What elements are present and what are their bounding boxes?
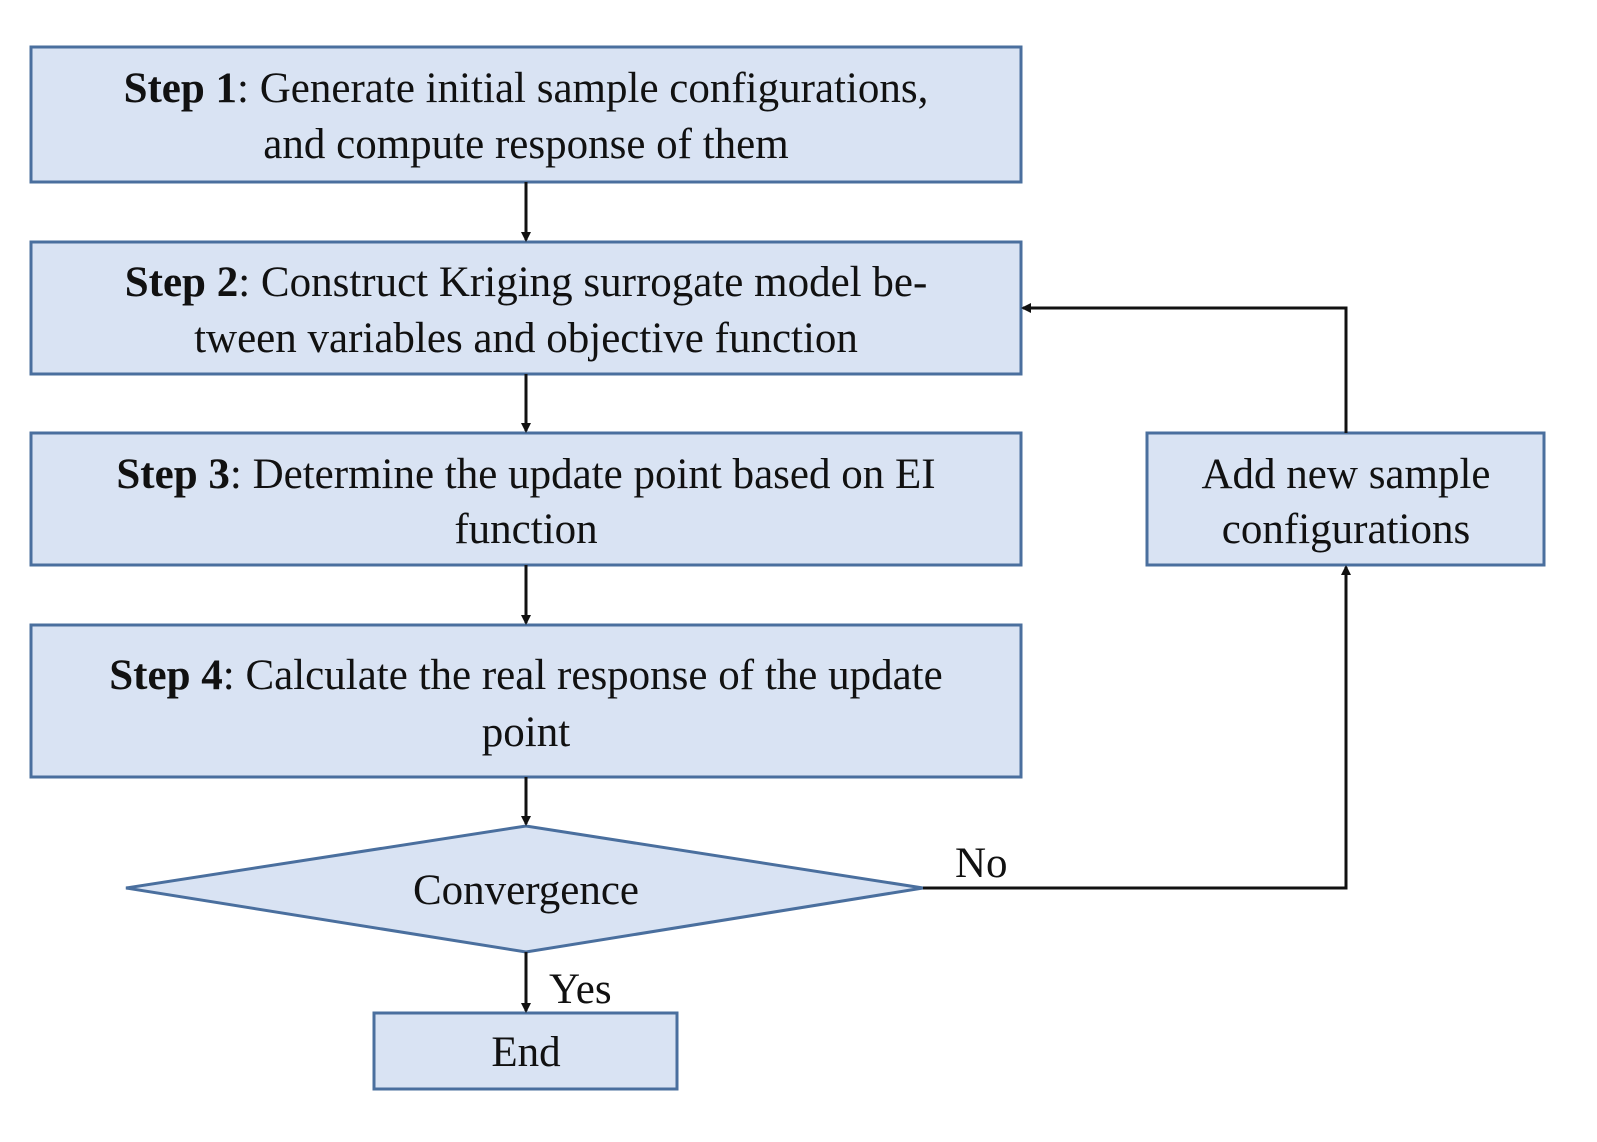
add-samples-text-line-1: Add new sample bbox=[1202, 451, 1491, 498]
step-2-text-line-1: Construct Kriging surrogate model be- bbox=[261, 259, 927, 306]
yes-label: Yes bbox=[549, 966, 612, 1013]
convergence-decision: Convergence bbox=[125, 824, 924, 954]
arrow-decision-no-to-add-samples bbox=[923, 565, 1351, 890]
step-4-label: Step 4 bbox=[109, 652, 222, 699]
step-2-label: Step 2 bbox=[125, 259, 238, 306]
end-label: End bbox=[491, 1029, 560, 1076]
step-3-node: Step 3: Determine the update point based… bbox=[29, 431, 1023, 567]
convergence-label: Convergence bbox=[413, 867, 639, 914]
add-samples-node: Add new sample configurations bbox=[1145, 431, 1546, 567]
step-1-node: Step 1: Generate initial sample configur… bbox=[29, 45, 1023, 184]
step-1-label: Step 1 bbox=[124, 65, 237, 112]
no-label: No bbox=[955, 840, 1008, 887]
step-2-text-line-2: tween variables and objective function bbox=[194, 315, 858, 362]
step-2-node: Step 2: Construct Kriging surrogate mode… bbox=[29, 240, 1023, 376]
step-4-text-line-2: point bbox=[482, 709, 570, 756]
step-3-text-line-1: Determine the update point based on EI bbox=[253, 451, 936, 498]
step-3-text-line-2: function bbox=[454, 506, 597, 553]
step-4-text-line-1: Calculate the real response of the updat… bbox=[245, 652, 942, 699]
svg-text:Step 1: Generate initial sampl: Step 1: Generate initial sample configur… bbox=[124, 65, 929, 112]
step-3-label: Step 3 bbox=[116, 451, 229, 498]
end-node: End bbox=[372, 1011, 679, 1091]
add-samples-text-line-2: configurations bbox=[1222, 506, 1470, 553]
svg-text:Step 2: Construct Kriging surr: Step 2: Construct Kriging surrogate mode… bbox=[125, 259, 928, 306]
arrow-add-samples-to-step2 bbox=[1021, 303, 1348, 433]
svg-text:Step 3: Determine the update p: Step 3: Determine the update point based… bbox=[116, 451, 935, 498]
svg-text:Step 4: Calculate the real res: Step 4: Calculate the real response of t… bbox=[109, 652, 942, 699]
step-1-text-line-2: and compute response of them bbox=[263, 121, 788, 168]
step-1-text-line-1: Generate initial sample configurations, bbox=[260, 65, 929, 112]
step-4-node: Step 4: Calculate the real response of t… bbox=[29, 623, 1023, 779]
